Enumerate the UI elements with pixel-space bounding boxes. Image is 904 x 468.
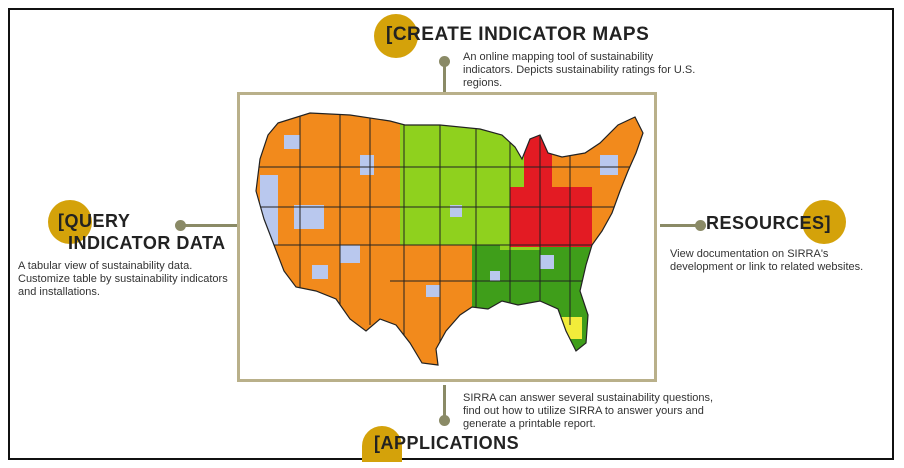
query-data-circle-icon: [48, 200, 92, 244]
create-maps-connector: [443, 60, 446, 94]
resources-description: View documentation on SIRRA's developmen…: [670, 248, 864, 273]
open-bracket-icon: [: [386, 24, 393, 45]
applications-title: APPLICATIONS: [380, 433, 520, 453]
create-maps-link[interactable]: [CREATE INDICATOR MAPS: [386, 24, 649, 46]
applications-circle-icon: [362, 426, 402, 462]
query-data-connector: [180, 224, 238, 227]
create-maps-circle-icon: [374, 14, 418, 58]
query-data-title-line2: INDICATOR DATA: [68, 233, 226, 253]
resources-circle-icon: [802, 200, 846, 244]
open-bracket-icon: [: [374, 433, 381, 453]
applications-link[interactable]: [APPLICATIONS: [374, 433, 519, 454]
query-data-link[interactable]: [QUERY INDICATOR DATA: [58, 210, 226, 254]
page-frame: [CREATE INDICATOR MAPS An online mapping…: [8, 8, 894, 462]
resources-link[interactable]: RESOURCES]: [706, 213, 831, 234]
create-maps-connector-dot: [439, 56, 450, 67]
query-data-connector-dot: [175, 220, 186, 231]
query-data-title-line1: QUERY: [64, 211, 131, 231]
open-bracket-icon: [: [58, 211, 65, 231]
applications-connector: [443, 385, 446, 421]
query-data-description: A tabular view of sustainability data. C…: [18, 260, 228, 298]
applications-connector-dot: [439, 415, 450, 426]
close-bracket-icon: ]: [824, 213, 832, 233]
us-sustainability-map[interactable]: [237, 92, 657, 382]
resources-connector-dot: [695, 220, 706, 231]
create-maps-description: An online mapping tool of sustainability…: [463, 51, 696, 89]
resources-connector: [660, 224, 700, 227]
create-maps-title: CREATE INDICATOR MAPS: [392, 24, 650, 45]
applications-description: SIRRA can answer several sustainability …: [463, 392, 714, 430]
resources-title: RESOURCES: [706, 213, 825, 233]
us-map-icon: [255, 112, 644, 366]
